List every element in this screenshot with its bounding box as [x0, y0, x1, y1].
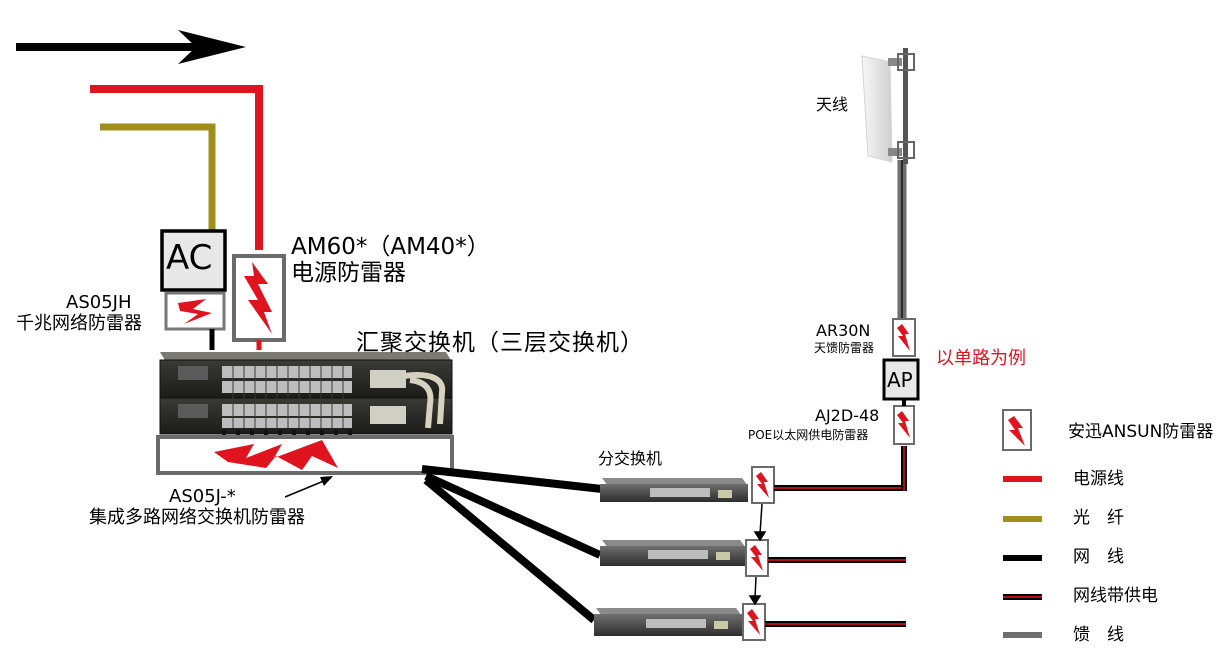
ac-box — [160, 229, 227, 292]
legend-arrester-label: 安迅ANSUN防雷器 — [1068, 422, 1214, 442]
branch-switch-3 — [594, 608, 742, 636]
aj2d-poe-arrester — [893, 405, 915, 445]
as05jh-arrester — [164, 291, 226, 331]
branch-switch-1 — [600, 478, 748, 502]
ar30n-model-label: AR30N — [816, 321, 871, 340]
as05j-model-label: AS05J-* — [169, 486, 236, 507]
am60-power-arrester — [232, 254, 286, 342]
am60-name-label: 电源防雷器 — [291, 260, 406, 286]
branch-arrester-3 — [742, 603, 766, 641]
incoming-arrow — [16, 30, 246, 64]
ac-label: AC — [166, 238, 213, 278]
am60-model-label: AM60*（AM40*） — [291, 234, 490, 260]
example-note-label: 以单路为例 — [936, 348, 1026, 369]
legend-poe-label: 网线带供电 — [1073, 586, 1158, 606]
antenna-label: 天线 — [816, 95, 849, 114]
ar30n-feeder-arrester — [892, 318, 916, 357]
core-switch — [159, 352, 453, 446]
core-switch-label: 汇聚交换机（三层交换机） — [356, 330, 644, 356]
legend-power-label: 电源线 — [1073, 469, 1124, 489]
fiber-line — [100, 123, 216, 232]
legend-network-label: 网 线 — [1073, 547, 1124, 567]
legend-arrester-icon — [1002, 409, 1032, 451]
branch-arrester-2 — [745, 539, 769, 577]
cascade-arrows — [748, 503, 767, 606]
branch-switch-2 — [600, 540, 746, 566]
power-line — [90, 85, 263, 250]
as05j-multiport-arrester — [156, 435, 454, 475]
branch-arrester-1 — [751, 466, 775, 504]
antenna — [861, 48, 915, 164]
poe-lines — [765, 446, 907, 627]
as05j-pointer-arrow — [284, 476, 333, 498]
aj2d-name-label: POE以太网供电防雷器 — [748, 428, 869, 442]
ap-label: AP — [887, 368, 913, 392]
ap-box — [882, 358, 920, 401]
as05j-name-label: 集成多路网络交换机防雷器 — [89, 507, 305, 528]
as05jh-name-label: 千兆网络防雷器 — [16, 313, 142, 334]
legend-feeder-label: 馈 线 — [1073, 625, 1124, 645]
as05jh-model-label: AS05JH — [66, 292, 132, 313]
legend-fiber-label: 光 纤 — [1073, 508, 1124, 528]
aj2d-model-label: AJ2D-48 — [815, 406, 880, 425]
branch-switch-label: 分交换机 — [598, 449, 663, 468]
network-cables — [421, 465, 603, 624]
ar30n-name-label: 天馈防雷器 — [814, 341, 875, 355]
